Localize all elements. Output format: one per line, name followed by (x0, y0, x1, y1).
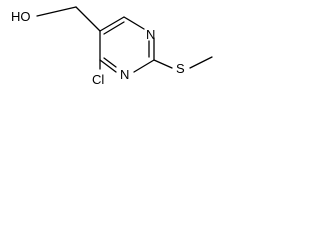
sulfur-label: S (176, 61, 185, 76)
bond-c5-c6 (99, 16, 125, 32)
atom-labels: HO N N Cl S (11, 9, 185, 87)
bond-c2-sulfur (153, 59, 173, 69)
nitrogen-3-label: N (120, 67, 129, 82)
bond-methylene-c5 (75, 6, 101, 32)
bond-n3-c4 (99, 59, 117, 73)
nitrogen-1-label: N (146, 27, 155, 42)
bond-oxygen-methylene (36, 6, 77, 17)
chemical-structure: HO N N Cl S (11, 6, 213, 87)
bond-c2-n3 (133, 59, 155, 73)
chlorine-label: Cl (92, 72, 104, 87)
hydroxyl-label: HO (11, 9, 31, 24)
bond-sulfur-methyl (189, 56, 213, 69)
bond-c6-n1 (123, 16, 145, 30)
bond-c5-c6-inner (103, 21, 125, 35)
bond-n3-c4-inner (103, 57, 117, 68)
bonds (36, 6, 213, 73)
